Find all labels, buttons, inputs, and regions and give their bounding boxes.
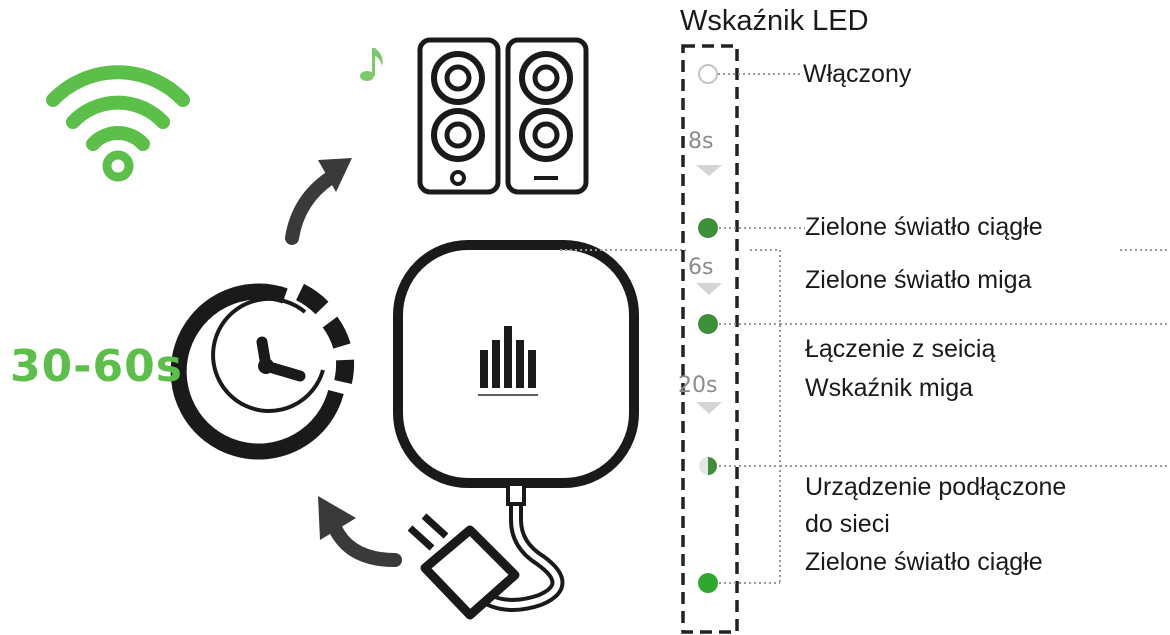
led-solid-green [698,218,718,238]
wifi-icon [46,65,190,182]
label-to-network: do sieci [805,510,890,538]
label-solid-green-final: Zielone światło ciągłe [805,548,1043,576]
music-note-icon [360,48,383,81]
interval-8s: 8s [688,129,714,154]
label-indicator-blinking: Wskaźnik miga [805,374,974,402]
step-arrows [696,165,722,414]
setup-duration: 30-60s [10,341,183,392]
hub-device-icon [393,240,639,612]
led-column [681,44,739,634]
label-device-connected: Urządzenie podłączone [805,473,1067,501]
speakers-icon [417,37,589,195]
interval-20s: 20s [678,373,718,398]
led-indicator-title: Wskaźnik LED [680,5,869,37]
label-connecting: Łączenie z seicią [805,335,996,363]
power-adapter-icon [407,513,520,620]
led-blinking-green [698,314,718,334]
led-connected [698,573,718,593]
label-on: Włączony [803,60,912,88]
led-half-blink [699,457,717,475]
timer-icon [170,283,355,460]
arrow-up-icon [285,158,352,245]
interval-6s: 6s [688,255,714,280]
led-off [698,64,718,84]
label-blinking-green: Zielone światło miga [805,266,1032,294]
label-solid-green: Zielone światło ciągłe [805,213,1043,241]
arrow-back-icon [318,496,402,567]
